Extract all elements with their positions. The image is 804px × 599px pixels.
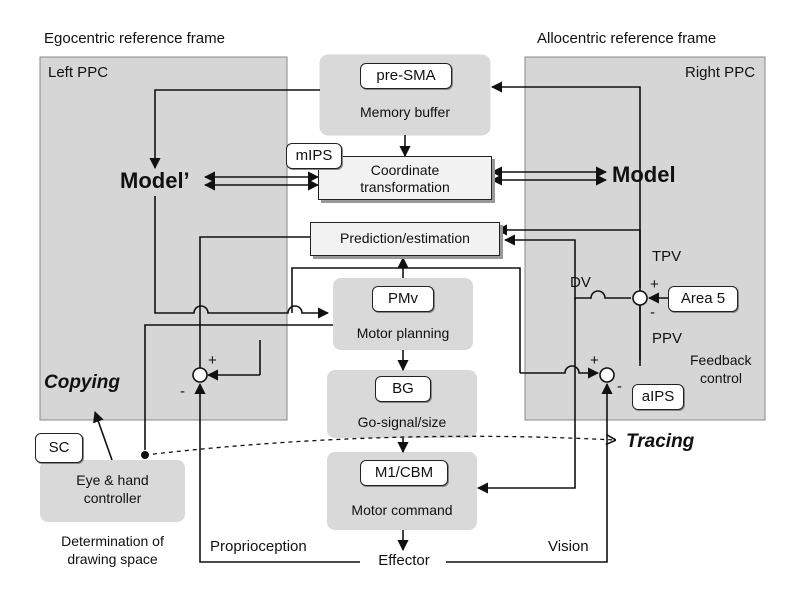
line-dv [476,290,631,494]
feedback-line-1: Feedback [690,352,752,368]
arrow-proprioception [194,382,360,563]
mips-box: mIPS [286,143,342,169]
determination-line-1: Determination of [61,533,164,549]
left-comparator [192,367,208,383]
determination-line-2: drawing space [67,551,158,567]
right-ppc-label: Right PPC [685,64,756,81]
left-comp-minus: - [180,383,185,400]
eye-hand-line-2: controller [83,490,142,506]
aips-box: aIPS [632,384,684,410]
right-comparator [599,367,615,383]
tpv-label: TPV [652,248,682,265]
vision-label: Vision [548,538,589,555]
m1cbm-box: M1/CBM [360,460,448,486]
proprioception-label: Proprioception [210,538,307,555]
arrow-tracing [144,436,615,456]
tracing-label: Tracing [626,431,695,452]
model-prime-label: Model’ [120,168,190,193]
tracing-origin-dot [141,451,149,459]
right-comp-minus: - [617,378,622,395]
arrow-dv-to-prediction [503,234,576,300]
coord-line-1: Coordinate [370,162,440,178]
dv-label: DV [570,274,591,291]
pmv-cell [333,278,473,350]
arrow-copying [93,410,113,461]
tpv-comparator [632,290,648,306]
motor-planning-label: Motor planning [356,325,450,341]
motor-command-label: Motor command [351,502,453,518]
arrow-bracket-to-right-comp [520,365,600,379]
bg-box: BG [375,376,431,402]
right-comp-plus: + [590,352,599,369]
coord-line-2: transformation [360,179,450,195]
effector-label: Effector [362,552,446,570]
tpv-comp-plus: + [650,276,659,293]
prediction-box: Prediction/estimation [310,222,500,256]
right-ppc-region [524,56,766,421]
left-ppc-label: Left PPC [48,64,109,81]
copying-label: Copying [44,372,120,393]
feedback-line-2: control [700,370,743,386]
eye-hand-line-1: Eye & hand [76,472,149,488]
memory-buffer-label: Memory buffer [360,104,450,120]
arrow-modelprime-to-pmv [154,196,330,319]
bg-cell [327,370,477,438]
ppv-label: PPV [652,330,683,347]
arrow-pmv-to-left-comp [144,324,333,450]
egocentric-frame-title: Egocentric reference frame [44,30,225,47]
arrow-presma-to-modelprime [149,89,320,170]
pmv-box: PMv [372,286,434,312]
go-signal-label: Go-signal/size [357,414,447,430]
sc-box: SC [35,433,83,463]
allocentric-frame-title: Allocentric reference frame [537,30,717,47]
left-comp-plus: + [208,352,217,369]
model-label: Model [612,162,676,187]
left-ppc-region [39,56,288,421]
coordinate-transformation-box: Coordinate transformation [318,156,492,200]
presma-box: pre-SMA [360,63,452,89]
area5-box: Area 5 [668,286,738,312]
arrow-model-to-presma [490,81,641,288]
eye-hand-cell [40,460,185,522]
tpv-comp-minus: - [650,304,655,321]
